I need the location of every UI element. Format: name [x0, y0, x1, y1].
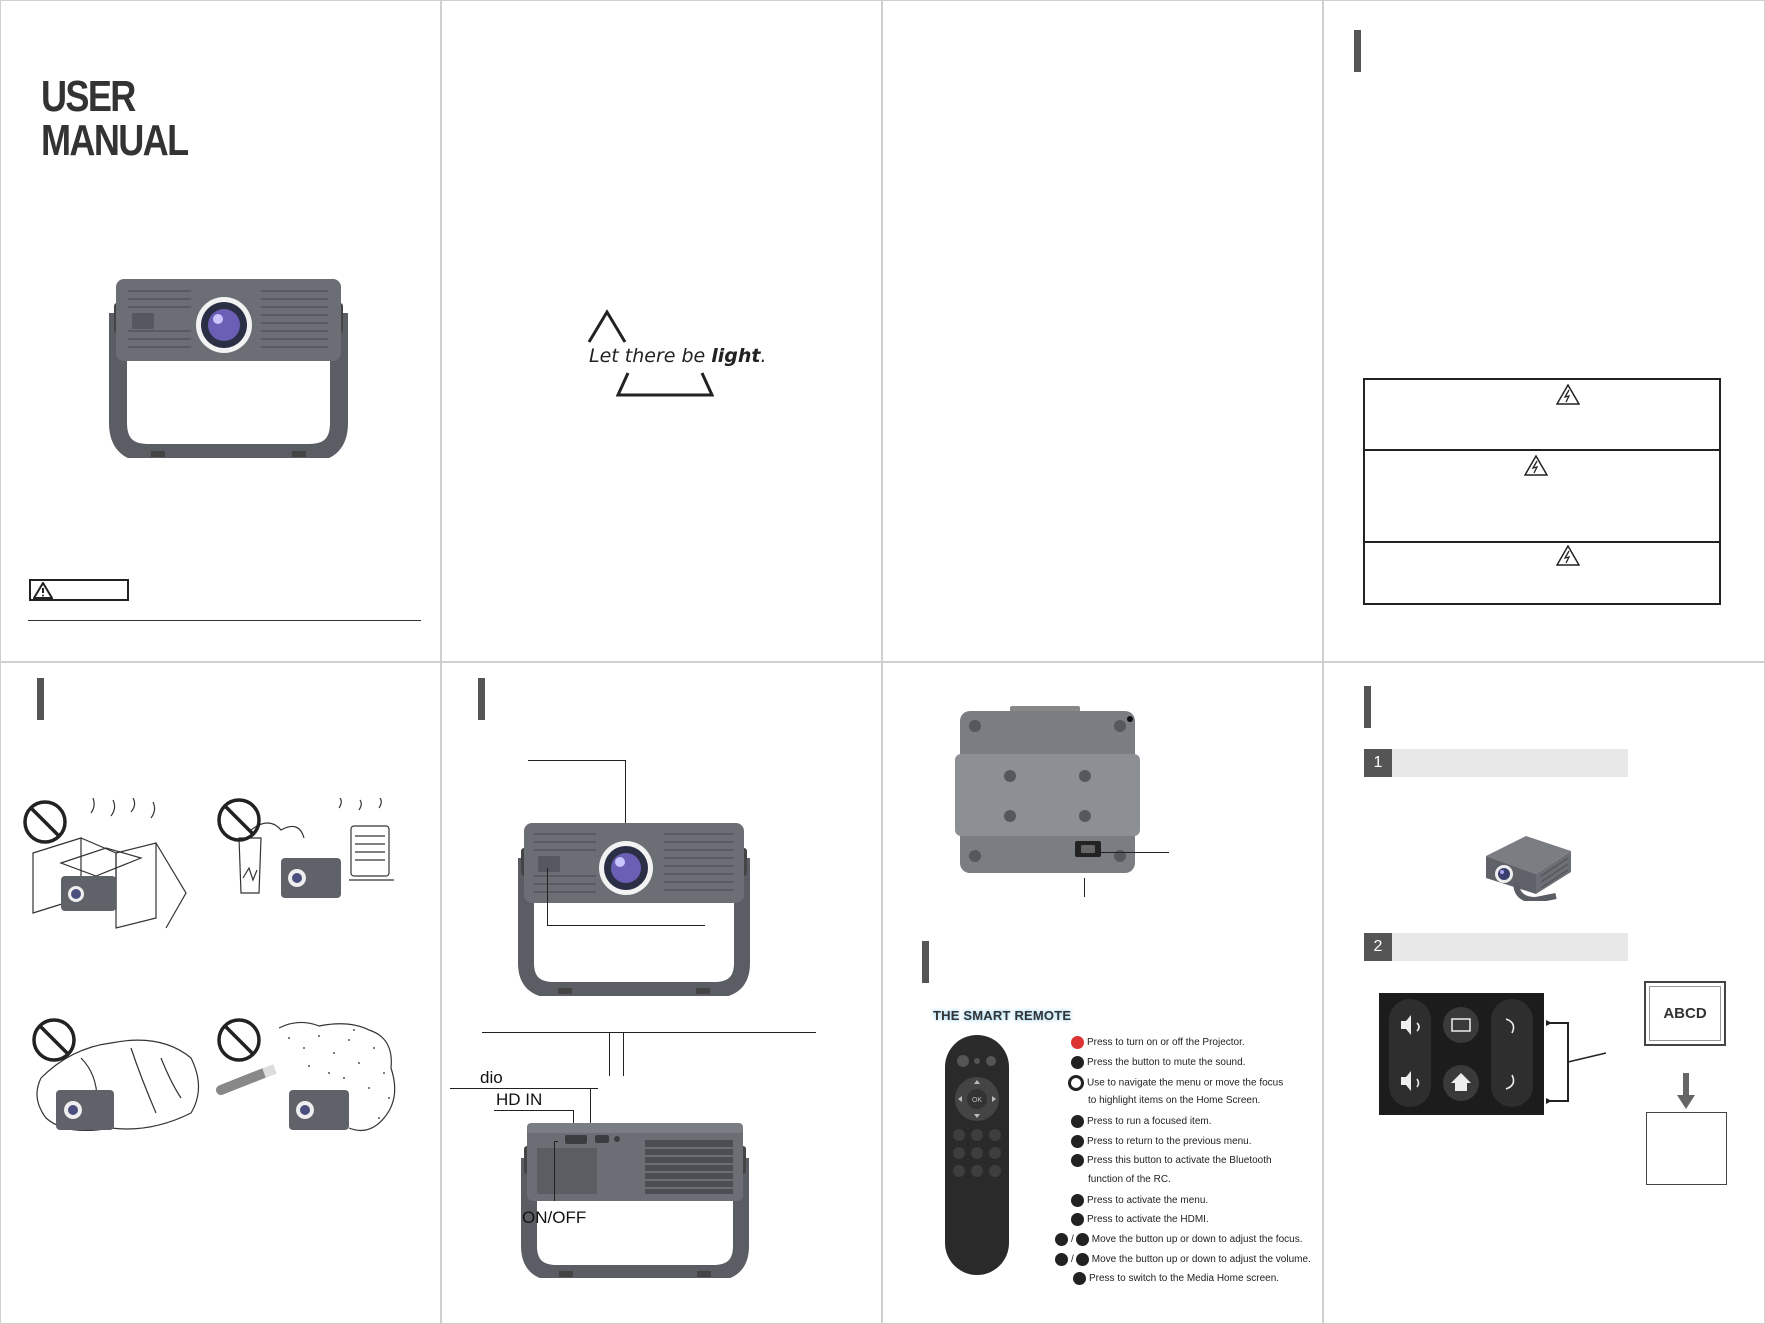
focus-down-icon [1075, 1233, 1089, 1246]
bluetooth-icon [1071, 1154, 1084, 1167]
remote-item-home: Press to switch to the Media Home screen… [1073, 1272, 1279, 1285]
panel-placement [0, 662, 441, 1324]
callout-line [528, 760, 625, 761]
callout-line [554, 1141, 555, 1201]
menu-icon [1071, 1194, 1084, 1207]
callout-line [547, 925, 705, 926]
panel-parts: dio HD IN ON/OFF [441, 662, 882, 1324]
remote-item-power: Press to turn on or off the Projector. [1071, 1036, 1245, 1049]
section-marker [1354, 30, 1361, 72]
panel-cover: USER MANUAL [0, 0, 441, 662]
projector-bottom-image [955, 706, 1140, 873]
caution-label-box [29, 579, 129, 601]
logo-triangle-bottom-icon [616, 372, 714, 397]
no-heat-source-illustration [217, 798, 394, 898]
hdmi-icon [1071, 1213, 1084, 1226]
callout-line [482, 1032, 649, 1033]
remote-item-back: Press to return to the previous menu. [1071, 1135, 1252, 1148]
no-cover-illustration [32, 1018, 200, 1132]
projector-front-image [518, 823, 750, 996]
remote-buttons-closeup-image [1379, 993, 1544, 1115]
ok-icon [1071, 1115, 1084, 1128]
section-marker [1364, 686, 1371, 728]
callout-line [554, 1141, 558, 1142]
step-2-bar [1392, 933, 1628, 961]
electric-shock-warning-icon [1556, 545, 1580, 566]
projector-angled-image [1486, 836, 1571, 901]
remote-item-hdmi: Press to activate the HDMI. [1071, 1213, 1209, 1226]
remote-control-image: OK [945, 1035, 1009, 1275]
panel-logo: Let there be light. [441, 0, 882, 662]
hdmi-port-label: HD IN [496, 1090, 543, 1109]
callout-line [623, 1032, 624, 1076]
remote-item-mute: Press the button to mute the sound. [1071, 1056, 1245, 1069]
remote-item-navigate: Use to navigate the menu or move the foc… [1068, 1075, 1283, 1091]
callout-line [547, 868, 548, 925]
power-icon [1071, 1036, 1084, 1049]
cover-title: USER MANUAL [41, 72, 189, 165]
focus-sample-text: ABCD [1649, 986, 1721, 1041]
step-1-bar [1392, 749, 1628, 777]
power-button-label: ON/OFF [522, 1208, 587, 1227]
focus-result-box [1646, 1112, 1727, 1185]
warning-triangle-icon [33, 582, 53, 599]
cover-divider [28, 620, 421, 621]
callout-line [590, 1088, 591, 1128]
remote-item-volume: /Move the button up or down to adjust th… [1055, 1253, 1311, 1266]
panel-remote: THE SMART REMOTE OK Press to turn on or … [882, 662, 1323, 1324]
no-enclosed-space-illustration [23, 798, 187, 929]
volume-down-icon [1075, 1253, 1089, 1266]
callout-line [1084, 878, 1085, 897]
remote-item-bluetooth: Press this button to activate the Blueto… [1071, 1154, 1272, 1167]
volume-up-icon [1055, 1253, 1068, 1266]
logo-slogan: Let there be light. [589, 345, 767, 367]
remote-title: THE SMART REMOTE [933, 1008, 1072, 1023]
callout-line [573, 1110, 574, 1128]
electric-shock-warning-icon [1524, 455, 1548, 476]
arrow-down-icon [1677, 1073, 1695, 1109]
mute-icon [1071, 1056, 1084, 1069]
projector-front-image [109, 279, 348, 458]
remote-item-navigate-cont: to highlight items on the Home Screen. [1088, 1095, 1261, 1106]
audio-port-label: dio [480, 1068, 503, 1087]
safety-box-1 [1363, 378, 1721, 451]
focus-up-icon [1055, 1233, 1068, 1246]
logo-triangle-top-icon [587, 309, 627, 343]
remote-item-focus: /Move the button up or down to adjust th… [1055, 1233, 1302, 1246]
projector-rear-image [521, 1123, 749, 1278]
safety-box-3 [1363, 541, 1721, 605]
panel-blank [882, 0, 1323, 662]
section-marker [478, 678, 485, 720]
callout-line [623, 1032, 816, 1033]
home-icon [1073, 1272, 1086, 1285]
callout-line [1097, 852, 1169, 853]
electric-shock-warning-icon [1556, 384, 1580, 405]
bracket-indicator [1546, 1020, 1607, 1104]
remote-item-menu: Press to activate the menu. [1071, 1194, 1208, 1207]
section-marker [922, 941, 929, 983]
no-smoke-dust-illustration [216, 1018, 396, 1131]
safety-box-2 [1363, 449, 1721, 543]
dpad-icon [1068, 1075, 1084, 1091]
panel-safety [1323, 0, 1765, 662]
callout-line [450, 1088, 598, 1089]
step-1-badge: 1 [1364, 749, 1392, 777]
callout-line [494, 1110, 574, 1111]
panel-setup: 1 2 ABCD [1323, 662, 1765, 1324]
callout-line [609, 1032, 610, 1076]
remote-item-ok: Press to run a focused item. [1071, 1115, 1212, 1128]
back-icon [1071, 1135, 1084, 1148]
remote-ok-button: OK [972, 1097, 982, 1104]
focus-sample-box: ABCD [1644, 981, 1726, 1046]
callout-line [625, 760, 626, 830]
section-marker [37, 678, 44, 720]
step-2-badge: 2 [1364, 933, 1392, 961]
remote-item-bluetooth-cont: function of the RC. [1088, 1174, 1171, 1185]
